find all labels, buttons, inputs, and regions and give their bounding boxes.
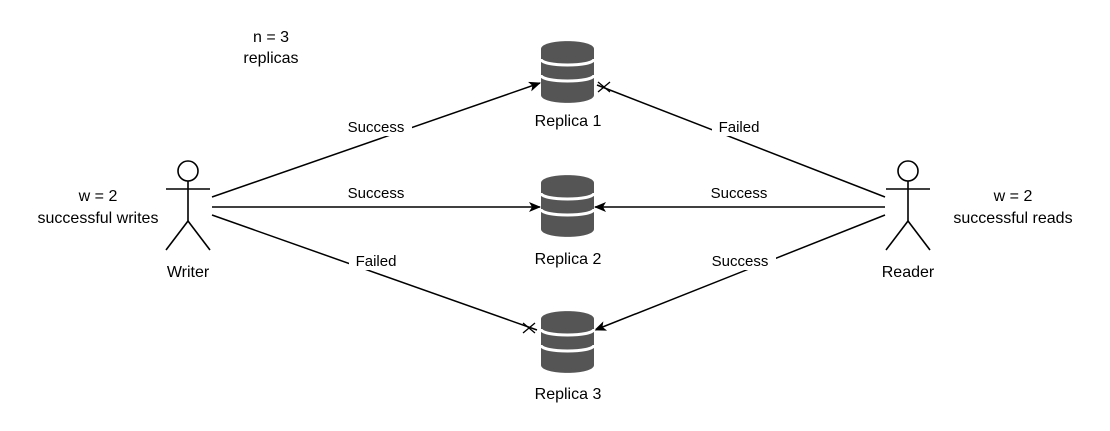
database-icon: [539, 41, 596, 103]
write-quorum-sublabel: successful writes: [38, 210, 159, 227]
replica-label: Replica 3: [535, 386, 602, 403]
writer-label: Writer: [167, 264, 210, 281]
reader-actor-icon: [885, 160, 931, 251]
edge-label: Success: [348, 119, 405, 136]
database-icon: [539, 175, 596, 237]
edge-writer-replica3: [211, 214, 538, 331]
edge-reader-replica1: [596, 84, 886, 198]
reader-label: Reader: [882, 264, 935, 281]
database-icon: [539, 311, 596, 373]
failed-cross-icon: [522, 322, 536, 334]
edge-label: Failed: [719, 119, 760, 136]
edge-writer-replica1: [211, 81, 541, 198]
edge-label: Success: [711, 185, 768, 202]
edge-label: Success: [712, 253, 769, 270]
edge-label: Success: [348, 185, 405, 202]
write-quorum-label: w = 2: [78, 188, 118, 205]
read-quorum-label: w = 2: [993, 188, 1033, 205]
edge-label: Failed: [356, 253, 397, 270]
writer-actor-icon: [165, 160, 211, 251]
replica-label: Replica 2: [535, 251, 602, 268]
replicas-count-label: n = 3: [253, 29, 289, 46]
replica-label: Replica 1: [535, 113, 602, 130]
read-quorum-sublabel: successful reads: [953, 210, 1072, 227]
replicas-count-sublabel: replicas: [243, 50, 298, 67]
edge-reader-replica3: [594, 214, 886, 331]
failed-cross-icon: [597, 81, 611, 93]
